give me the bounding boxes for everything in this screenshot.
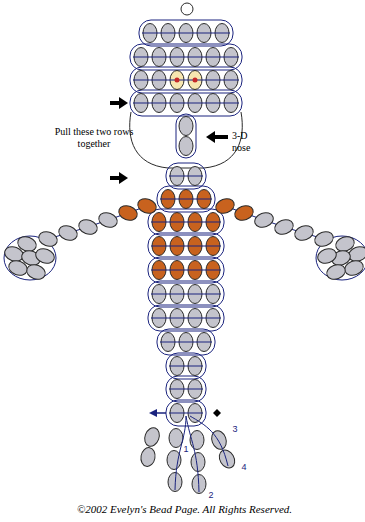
callout-number: 3	[230, 424, 240, 434]
bead	[216, 447, 238, 470]
start-arrow	[156, 412, 166, 414]
eye-dot	[193, 78, 198, 83]
thread-loop	[148, 305, 224, 331]
thread-loop	[148, 209, 224, 235]
bead	[77, 217, 100, 237]
bead	[34, 246, 57, 266]
bead	[117, 203, 140, 223]
thread-line	[169, 176, 203, 177]
hanging-loop	[181, 3, 193, 15]
thread-loop	[130, 67, 242, 93]
thread-line	[142, 33, 230, 34]
thread-line	[133, 80, 239, 81]
thread-outlines	[4, 20, 365, 426]
thread-loop	[130, 90, 242, 116]
bead	[37, 229, 60, 249]
thread-line	[169, 366, 203, 367]
thread-line	[160, 342, 212, 343]
bead	[316, 246, 339, 266]
thread-line	[169, 413, 203, 414]
thread-line	[151, 294, 221, 295]
thread-loop	[148, 281, 224, 307]
bead	[169, 429, 183, 448]
thread-line	[151, 318, 221, 319]
bead	[343, 258, 365, 278]
instruction-note: 3-D nose	[232, 130, 266, 153]
face-outline	[130, 112, 243, 168]
bead	[179, 117, 193, 136]
nose-loop	[176, 114, 196, 158]
bead	[25, 262, 48, 282]
thread-line	[151, 222, 221, 223]
bead	[57, 223, 80, 243]
thread-loop	[148, 257, 224, 283]
pointer-arrowhead	[119, 97, 128, 109]
thread-loop	[166, 353, 206, 379]
bead	[7, 258, 30, 278]
bead	[136, 196, 159, 216]
thread-loop	[157, 186, 215, 212]
copyright-note: ©2002 Evelyn's Bead Page. All Rights Res…	[2, 503, 365, 516]
bead	[313, 229, 336, 249]
thread-line	[151, 246, 221, 247]
thread-loop	[157, 329, 215, 355]
thread-line	[169, 389, 203, 390]
pointer-arrowhead	[206, 131, 215, 143]
bead	[293, 223, 316, 243]
beads	[3, 3, 365, 494]
bead	[191, 453, 205, 472]
bead	[179, 137, 193, 156]
arrows	[110, 97, 228, 417]
thread-loop	[148, 233, 224, 259]
bead	[233, 203, 256, 223]
pointer-arrowhead	[119, 172, 128, 184]
bead	[139, 446, 156, 467]
bead	[325, 262, 348, 282]
thread-line	[133, 57, 239, 58]
start-arrowhead	[149, 409, 157, 417]
callout-number: 2	[206, 490, 216, 500]
bead	[273, 217, 296, 237]
thread-loop	[166, 376, 206, 402]
bead	[167, 451, 181, 470]
thread-loop	[130, 44, 242, 70]
thread-lines	[133, 33, 239, 492]
instruction-note: Pull these two rows together	[52, 126, 136, 149]
bead	[97, 210, 120, 230]
bead	[253, 210, 276, 230]
thread-loop	[139, 20, 233, 46]
thread-loop	[166, 163, 206, 189]
bead	[142, 426, 162, 449]
thread-line	[151, 270, 221, 271]
thread-line	[160, 199, 212, 200]
bead	[214, 196, 237, 216]
thread-line	[133, 103, 239, 104]
callout-number: 4	[239, 462, 249, 472]
eye-dot	[175, 78, 180, 83]
foot-thread	[175, 416, 228, 492]
callout-number: 1	[181, 444, 191, 454]
pointer-arrow	[213, 135, 228, 139]
end-dot	[213, 409, 221, 417]
